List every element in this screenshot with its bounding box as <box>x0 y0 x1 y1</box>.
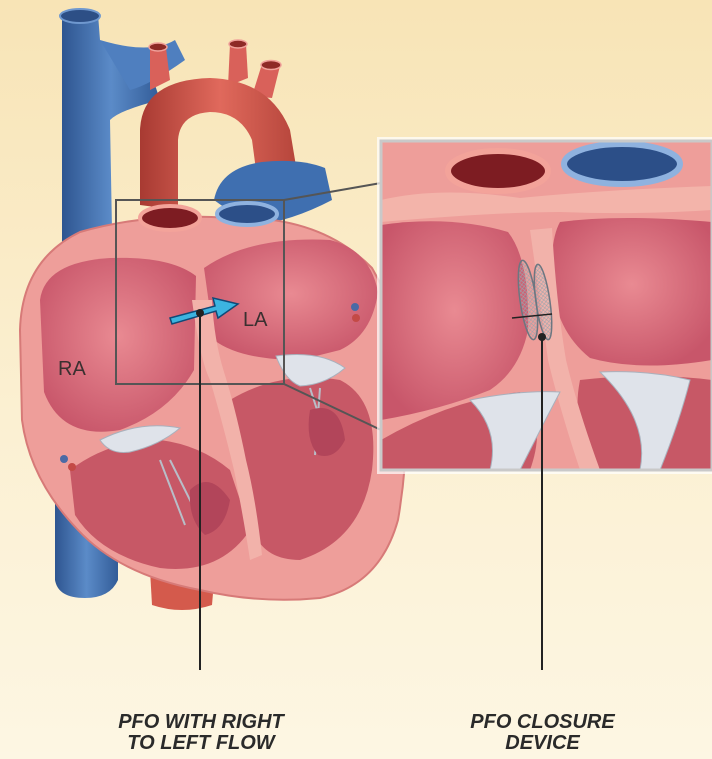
left-atrium-label: LA <box>243 309 267 332</box>
callout-pfo-flow: PFO WITH RIGHT TO LEFT FLOW <box>90 712 312 754</box>
callout-pfo-flow-line2: TO LEFT FLOW <box>90 733 312 754</box>
callout-pfo-flow-line1: PFO WITH RIGHT <box>90 712 312 733</box>
left-atrium <box>204 240 378 360</box>
right-atrium-label: RA <box>58 358 86 381</box>
pulmonary-section <box>217 203 277 225</box>
aortic-root-section <box>140 206 200 230</box>
callout-closure-device-line2: DEVICE <box>440 733 645 754</box>
callout-closure-device-line1: PFO CLOSURE <box>440 712 645 733</box>
callout-closure-device: PFO CLOSURE DEVICE <box>440 712 645 754</box>
